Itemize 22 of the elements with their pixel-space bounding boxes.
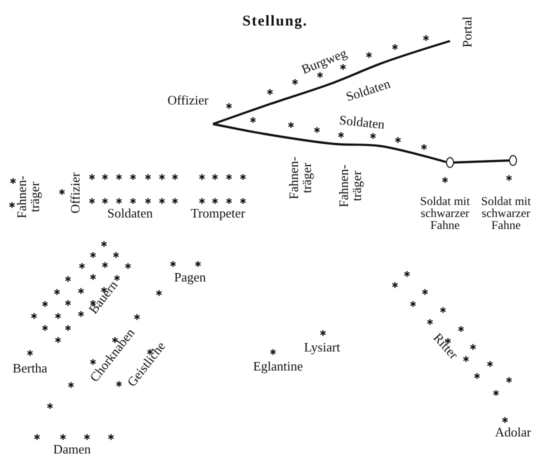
role-label: Offizier <box>68 172 82 214</box>
connecting-line <box>454 159 510 164</box>
character-label: Adolar <box>494 426 532 438</box>
character-label: Bertha <box>12 362 48 374</box>
role-label: Soldat mit schwarzer Fahne <box>480 195 532 231</box>
place-label: Portal <box>460 16 474 48</box>
group-label: Soldaten <box>338 113 386 131</box>
group-label: Soldaten <box>107 206 153 220</box>
character-label: Lysiart <box>304 340 340 354</box>
group-label: Soldaten <box>344 76 392 104</box>
group-label: Damen <box>53 442 91 456</box>
position-circle <box>446 157 454 168</box>
role-label: Offizier <box>168 94 208 106</box>
title: Stellung. <box>242 14 308 30</box>
role-label: Fahnen-träger <box>337 164 363 210</box>
group-label: Pagen <box>174 270 206 284</box>
role-label: Fahnen-träger <box>287 156 313 202</box>
role-label: Fahnen-träger <box>15 174 41 220</box>
character-label: Eglantine <box>253 360 303 372</box>
role-label: Soldat mit schwarzer Fahne <box>419 195 471 231</box>
group-label: Trompeter <box>190 206 246 220</box>
position-circle <box>509 155 517 166</box>
